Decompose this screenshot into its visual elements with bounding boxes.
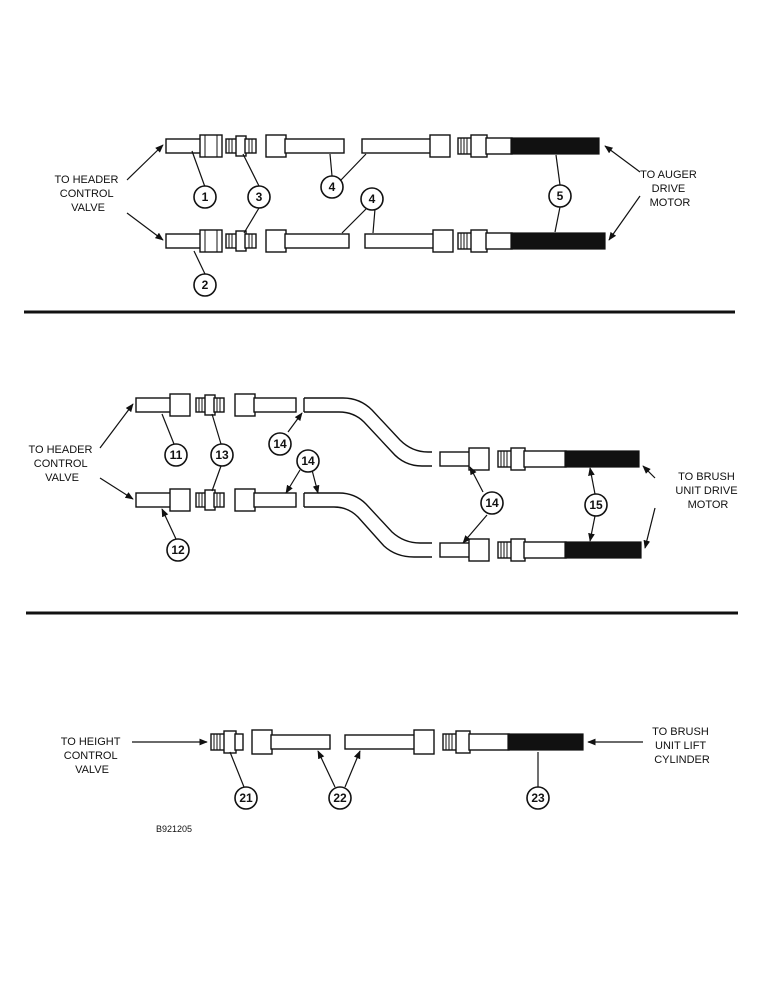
- rubber-hose: [564, 541, 642, 559]
- hex-nut: [432, 229, 454, 253]
- callout-21: 21: [229, 751, 258, 810]
- adapter-fitting: [210, 730, 244, 754]
- callout-23: 23: [526, 752, 550, 810]
- svg-text:4: 4: [369, 192, 376, 206]
- callout-12: 12: [161, 508, 190, 562]
- hose-assembly: [457, 229, 606, 253]
- right-label: TO BRUSH UNIT LIFT CYLINDER: [652, 726, 712, 766]
- callout-4: 4: [320, 153, 367, 199]
- hose-assembly: [457, 134, 600, 158]
- svg-text:14: 14: [301, 454, 315, 468]
- hex-nut: [251, 729, 273, 755]
- svg-text:12: 12: [171, 543, 185, 557]
- hose-assembly: [497, 538, 642, 562]
- union-fitting: [225, 135, 257, 157]
- callout-1: 1: [191, 150, 217, 209]
- tube-segment: [439, 451, 471, 467]
- rubber-hose: [510, 137, 600, 155]
- hex-nut: [265, 134, 287, 158]
- callout-2: 2: [193, 250, 217, 297]
- hose-assembly: [442, 730, 584, 754]
- union-fitting: [195, 394, 225, 416]
- callout-4b: 4: [341, 187, 384, 234]
- figure-code: B921205: [156, 824, 192, 834]
- tube-segment: [361, 138, 433, 154]
- svg-text:21: 21: [239, 791, 253, 805]
- tube-segment: [270, 734, 331, 750]
- svg-text:1: 1: [202, 190, 209, 204]
- hex-nut: [169, 488, 191, 512]
- svg-text:14: 14: [485, 496, 499, 510]
- union-fitting: [195, 489, 225, 511]
- svg-text:22: 22: [333, 791, 347, 805]
- bent-tube: [303, 397, 432, 467]
- svg-text:11: 11: [170, 448, 183, 462]
- svg-text:15: 15: [589, 498, 603, 512]
- bent-tube: [303, 492, 432, 558]
- rubber-hose: [510, 232, 606, 250]
- section-brush-lift: TO HEIGHT CONTROL VALVE TO BRUSH UNIT LI…: [61, 726, 712, 810]
- right-label: TO BRUSH UNIT DRIVE MOTOR: [675, 471, 740, 511]
- svg-text:23: 23: [531, 791, 545, 805]
- left-label: TO HEADER CONTROL VALVE: [54, 174, 121, 214]
- rubber-hose: [564, 450, 640, 468]
- tube-segment: [253, 397, 297, 413]
- hex-nut: [413, 729, 435, 755]
- svg-text:3: 3: [256, 190, 263, 204]
- callout-13: 13: [210, 413, 234, 492]
- svg-text:4: 4: [329, 180, 336, 194]
- hex-nut: [234, 393, 256, 417]
- callout-5: 5: [548, 154, 572, 233]
- hex-nut: [429, 134, 451, 158]
- tube-segment: [135, 397, 173, 413]
- svg-text:5: 5: [557, 189, 564, 203]
- tube-segment: [364, 233, 436, 249]
- left-label: TO HEIGHT CONTROL VALVE: [61, 736, 124, 776]
- right-label: TO AUGER DRIVE MOTOR: [640, 169, 700, 209]
- hose-assembly: [497, 447, 640, 471]
- tube-segment: [165, 233, 203, 249]
- svg-text:2: 2: [202, 278, 209, 292]
- hex-nut: [169, 393, 191, 417]
- tube-segment: [253, 492, 297, 508]
- callout-14-top: 14: [268, 412, 303, 456]
- rubber-hose: [507, 733, 584, 751]
- hex-nut: [199, 134, 223, 158]
- tube-segment: [344, 734, 416, 750]
- svg-text:13: 13: [215, 448, 229, 462]
- tube-segment: [284, 233, 350, 249]
- hex-nut: [265, 229, 287, 253]
- callout-14-mid: 14: [285, 449, 320, 494]
- hex-nut: [199, 229, 223, 253]
- hex-nut: [468, 538, 490, 562]
- left-label: TO HEADER CONTROL VALVE: [28, 444, 95, 484]
- callout-14-right: 14: [462, 466, 504, 544]
- tube-segment: [165, 138, 203, 154]
- callout-22: 22: [317, 750, 361, 810]
- tube-segment: [284, 138, 345, 154]
- callout-15: 15: [584, 467, 608, 542]
- callout-11: 11: [161, 413, 188, 467]
- callout-3: 3: [242, 153, 271, 234]
- union-fitting: [225, 230, 257, 252]
- section-brush-drive: TO HEADER CONTROL VALVE TO BRUSH UNIT DR…: [28, 393, 740, 562]
- hex-nut: [468, 447, 490, 471]
- svg-text:14: 14: [273, 437, 287, 451]
- tube-segment: [439, 542, 471, 558]
- tube-segment: [135, 492, 173, 508]
- hex-nut: [234, 488, 256, 512]
- section-auger-drive: TO HEADER CONTROL VALVE TO AUGER DRIVE M…: [54, 134, 700, 297]
